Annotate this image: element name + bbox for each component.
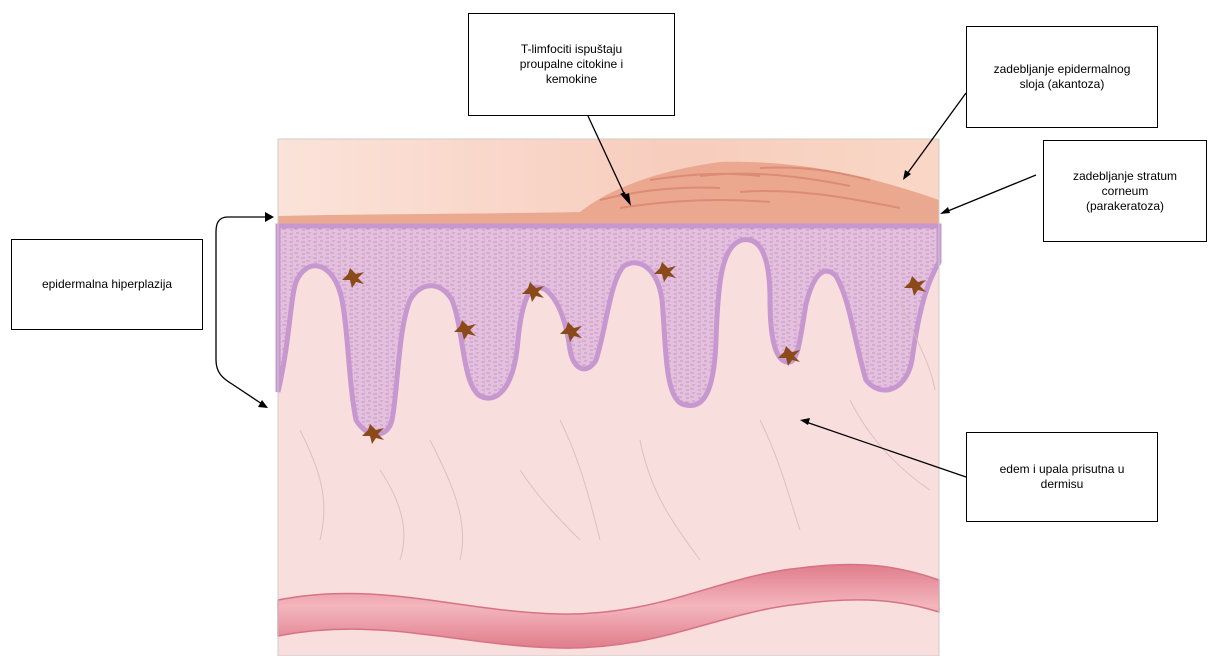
hyperplasia-bracket <box>216 217 272 404</box>
label-acanthosis: zadebljanje epidermalnog sloja (akantoza… <box>966 26 1158 128</box>
label-acanthosis-text: zadebljanje epidermalnog sloja (akantoza… <box>994 62 1131 92</box>
label-edema: edem i upala prisutna u dermisu <box>966 432 1158 522</box>
label-parakeratosis: zadebljanje stratum corneum (parakeratoz… <box>1043 140 1207 242</box>
skin-illustration <box>278 139 939 656</box>
arrow-parakeratosis <box>943 175 1036 213</box>
label-tcells: T-limfociti ispuštaju proupalne citokine… <box>468 13 675 116</box>
label-edema-text: edem i upala prisutna u dermisu <box>1000 462 1125 492</box>
label-hyperplasia: epidermalna hiperplazija <box>11 239 203 330</box>
label-hyperplasia-text: epidermalna hiperplazija <box>42 277 172 292</box>
label-tcells-text: T-limfociti ispuštaju proupalne citokine… <box>520 42 623 87</box>
label-parakeratosis-text: zadebljanje stratum corneum (parakeratoz… <box>1073 169 1177 214</box>
